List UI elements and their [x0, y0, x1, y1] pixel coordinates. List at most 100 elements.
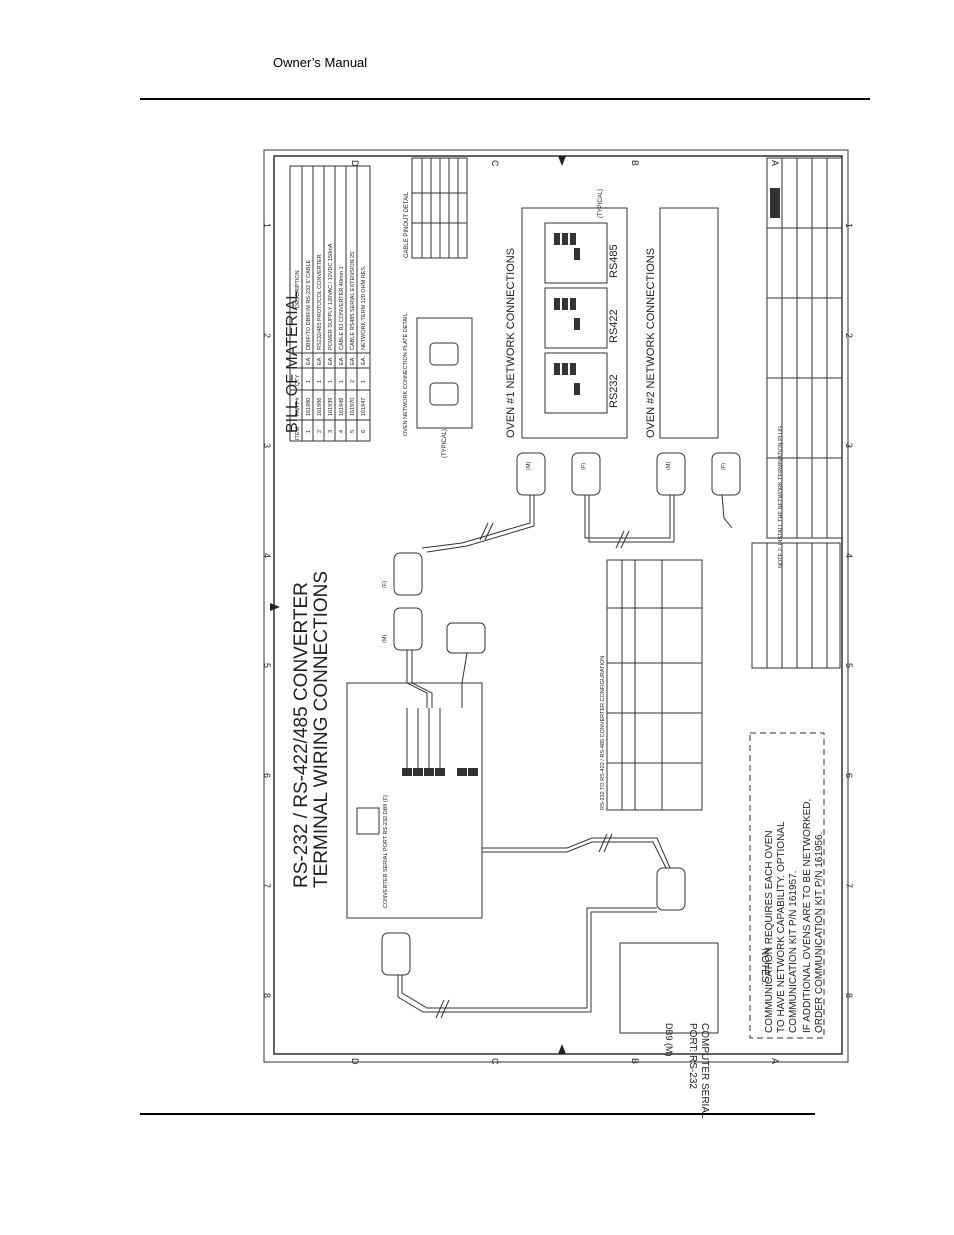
bom-row-2-desc: RS232/485 PROTOCOL CONVERTER: [317, 254, 323, 350]
notes-block: NOTES: COMMUNICATION REQUIRES EACH OVEN …: [749, 732, 825, 1039]
converter-box: CONVERTER SERIAL PORT RS-232 DB9 (F): [346, 682, 483, 919]
bom-row-4-desc: CABLE RJ CONVERTER 40mm 1': [339, 265, 345, 350]
converter-port-label: CONVERTER SERIAL PORT RS-232 DB9 (F): [383, 795, 389, 908]
main-title-line-2: TERMINAL WIRING CONNECTIONS: [311, 571, 332, 888]
zone-letter-bottom-c: C: [490, 1058, 500, 1065]
zone-number-right-8: 8: [844, 993, 854, 998]
footer-rule: [140, 1113, 815, 1115]
zone-number-left-7: 7: [262, 883, 272, 888]
bom-row-4-item: 4: [339, 430, 345, 433]
drawing-outer-border: [263, 149, 849, 1063]
zone-letter-bottom-b: B: [630, 1058, 640, 1064]
zone-number-right-7: 7: [844, 883, 854, 888]
cables: [421, 494, 733, 553]
zone-number-left-1: 1: [262, 223, 272, 228]
bom-row-1-qty: 1: [306, 380, 312, 383]
oven-connectors: (M) (F) (M) (F) NOTE 2: INSTALL THE NETW…: [516, 424, 784, 568]
header-rule: [140, 98, 870, 100]
bom-row-5-unit: EA.: [350, 356, 356, 365]
zone-letter-bottom-a: A: [770, 1058, 780, 1064]
bom-row-4-part: 161949: [339, 398, 345, 416]
bom-row-2-qty: 1: [317, 380, 323, 383]
rs485-typical: (TYPICAL): [598, 189, 604, 218]
bom-row-5-part: 161970: [350, 398, 356, 416]
power-supply: [446, 622, 486, 654]
computer-port-line-3: DB9 (M): [664, 1023, 674, 1057]
zone-number-right-5: 5: [844, 663, 854, 668]
computer-port-line-1: COMPUTER SERIAL: [699, 1023, 710, 1119]
notes-title: NOTES:: [759, 948, 770, 985]
note-line-4: IF ADDITIONAL OVENS ARE TO BE NETWORKED,: [802, 799, 813, 1033]
bom-row-4-unit: EA.: [339, 356, 345, 365]
cable-pinout-title: CABLE PINOUT DETAIL: [404, 191, 410, 258]
rs485-panel: [544, 222, 608, 284]
zone-letter-top-d: D: [350, 160, 360, 167]
bom-title: BILL OF MATERIAL: [284, 291, 301, 433]
zone-number-right-6: 6: [844, 773, 854, 778]
rs485-label: RS485: [608, 244, 620, 278]
drawing-border: [273, 155, 843, 1055]
header-title: Owner’s Manual: [273, 55, 368, 70]
conn-m-1: (M): [526, 462, 532, 470]
plate-detail-label: OVEN NETWORK CONNECTION PLATE DETAIL: [403, 313, 409, 436]
zone-number-left-4: 4: [262, 553, 272, 558]
zone-number-left-8: 8: [262, 993, 272, 998]
center-arrows: [270, 156, 566, 1054]
oven-2-title: OVEN #2 NETWORK CONNECTIONS: [645, 248, 657, 438]
bom-row-6-desc: NETWORK TERM 120 OHM RES.: [361, 265, 367, 350]
bill-of-material: BILL OF MATERIAL ITEM PART # QTY DESCRIP…: [284, 165, 371, 442]
bom-row-1-desc: DB9F/TO DB9F/M RS-232 6' CABLE: [306, 259, 312, 350]
bom-row-6-item: 6: [361, 430, 367, 433]
converter-warning-label: [356, 807, 380, 835]
bom-row-2-item: 2: [317, 430, 323, 433]
cable-pinout-detail: CABLE PINOUT DETAIL: [404, 157, 468, 259]
bom-header-part: PART #: [295, 396, 301, 416]
bom-header-desc: DESCRIPTION: [295, 270, 301, 308]
note-line-3: COMMUNICATION KIT P/N 161957.: [788, 871, 799, 1033]
converter-connectors: (F) (M): [382, 552, 486, 708]
conn-f-2: (F): [721, 463, 727, 470]
bom-row-2-unit: EA.: [317, 356, 323, 365]
conn-m-2: (M): [666, 462, 672, 470]
bom-row-5-desc: CABLE RS485 SERIAL EXTENSION 25': [350, 251, 356, 350]
bom-table-frame: [289, 165, 371, 442]
connection-plate-detail: OVEN NETWORK CONNECTION PLATE DETAIL (TY…: [403, 313, 473, 458]
bom-row-2-part: 161986: [317, 398, 323, 416]
note-2-termination: NOTE 2: INSTALL THE NETWORK TERMINATION …: [778, 424, 784, 568]
bom-row-5-qty: 2: [350, 380, 356, 383]
conv-conn-f: (F): [382, 581, 388, 588]
zone-letter-top-c: C: [490, 160, 500, 167]
note-line-1: COMMUNICATION REQUIRES EACH OVEN: [764, 830, 775, 1033]
wiring-diagram: D C B A D C B A 1 2 3 4 5 6 7 8 1 2 3 4 …: [262, 149, 854, 1119]
zone-number-right-2: 2: [844, 333, 854, 338]
oven-1-network: OVEN #1 NETWORK CONNECTIONS RS485 RS422 …: [505, 189, 628, 439]
bom-row-6-qty: 1: [361, 380, 367, 383]
bom-row-1-unit: EA.: [306, 356, 312, 365]
bom-row-3-qty: 1: [328, 380, 334, 383]
title-block: [751, 157, 843, 669]
plate-typical-label: (TYPICAL): [442, 429, 448, 458]
zone-letter-top-a: A: [770, 160, 780, 166]
oven-1-title: OVEN #1 NETWORK CONNECTIONS: [505, 248, 517, 438]
note-line-2: TO HAVE NETWORK CAPABILITY. OPTIONAL: [776, 821, 787, 1033]
bom-row-3-part: 161939: [328, 398, 334, 416]
rs232-label: RS232: [608, 374, 620, 408]
zone-number-right-4: 4: [844, 553, 854, 558]
zone-number-left-3: 3: [262, 443, 272, 448]
zone-number-right-3: 3: [844, 443, 854, 448]
config-title: RS-232 TO RS-422 / RS-485 CONVERTER CONF…: [600, 656, 606, 810]
bom-row-3-desc: POWER SUPPLY 120VAC / 12VDC 150mA: [328, 243, 334, 350]
zone-letter-top-b: B: [630, 160, 640, 166]
rs232-panel: [544, 352, 608, 414]
zone-number-left-2: 2: [262, 333, 272, 338]
rs422-panel: [544, 287, 608, 349]
conn-f-1: (F): [581, 463, 587, 470]
bom-row-4-qty: 1: [339, 380, 345, 383]
bom-row-6-part: 161947: [361, 398, 367, 416]
bom-row-5-item: 5: [350, 430, 356, 433]
bom-header-item: ITEM: [295, 426, 301, 440]
main-title-line-1: RS-232 / RS-422/485 CONVERTER: [291, 582, 312, 888]
bom-row-6-unit: EA.: [361, 356, 367, 365]
bom-row-1-part: 161980: [306, 398, 312, 416]
zone-number-left-5: 5: [262, 663, 272, 668]
